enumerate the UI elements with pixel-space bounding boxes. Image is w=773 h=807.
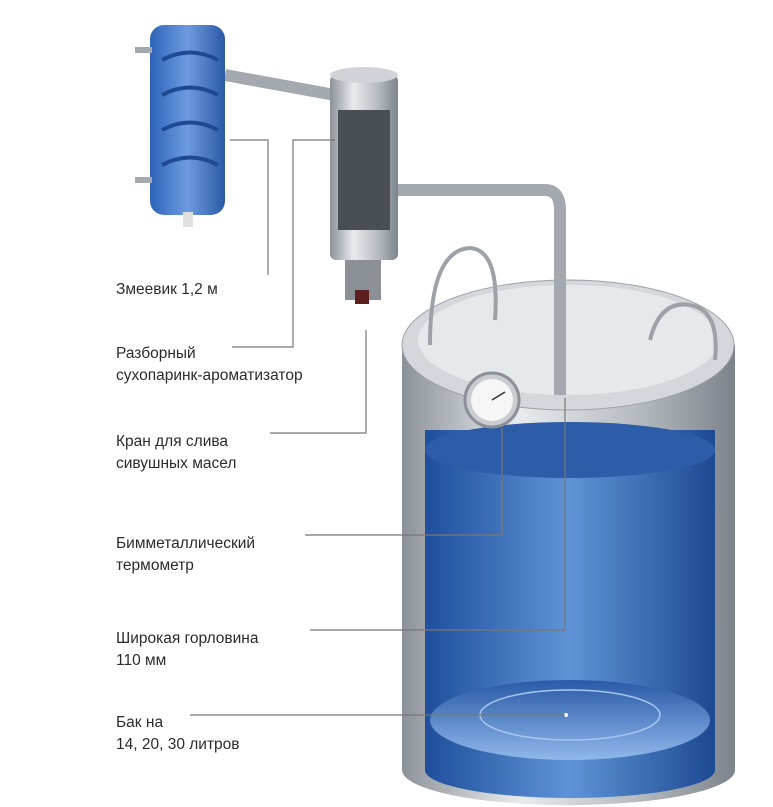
label-text: Змеевик 1,2 м	[116, 281, 218, 298]
leader-drain-valve	[270, 330, 367, 434]
leader-dry-steamer	[232, 139, 335, 348]
label-tank: Бак на 14, 20, 30 литров	[116, 712, 240, 756]
label-text: Бак на	[116, 714, 164, 731]
label-neck: Широкая горловина 110 мм	[116, 628, 258, 672]
coil-condenser	[135, 25, 225, 227]
label-text: Разборный	[116, 345, 196, 362]
vapor-pipe	[395, 184, 566, 395]
thermometer	[463, 371, 521, 429]
label-text: термометр	[116, 557, 194, 574]
label-coil: Змеевик 1,2 м	[116, 279, 218, 301]
label-dry-steamer: Разборный сухопаринк-ароматизатор	[116, 343, 303, 387]
label-text: сухопаринк-ароматизатор	[116, 367, 303, 384]
label-text: Бимметаллический	[116, 535, 256, 552]
label-text: 110 мм	[116, 652, 167, 669]
label-text: Широкая горловина	[116, 630, 259, 647]
connecting-pipe	[223, 69, 337, 101]
leader-coil	[230, 139, 269, 275]
label-text: Кран для слива	[116, 433, 229, 450]
label-text: сивушных масел	[116, 455, 237, 472]
label-thermometer: Бимметаллический термометр	[116, 533, 255, 577]
label-drain-valve: Кран для слива сивушных масел	[116, 431, 236, 475]
tank	[401, 245, 735, 806]
leader-thermometer	[305, 428, 503, 536]
label-text: 14, 20, 30 литров	[116, 736, 240, 753]
leader-neck	[310, 398, 566, 631]
dry-steamer-column	[330, 67, 398, 304]
leader-lines	[190, 139, 566, 716]
